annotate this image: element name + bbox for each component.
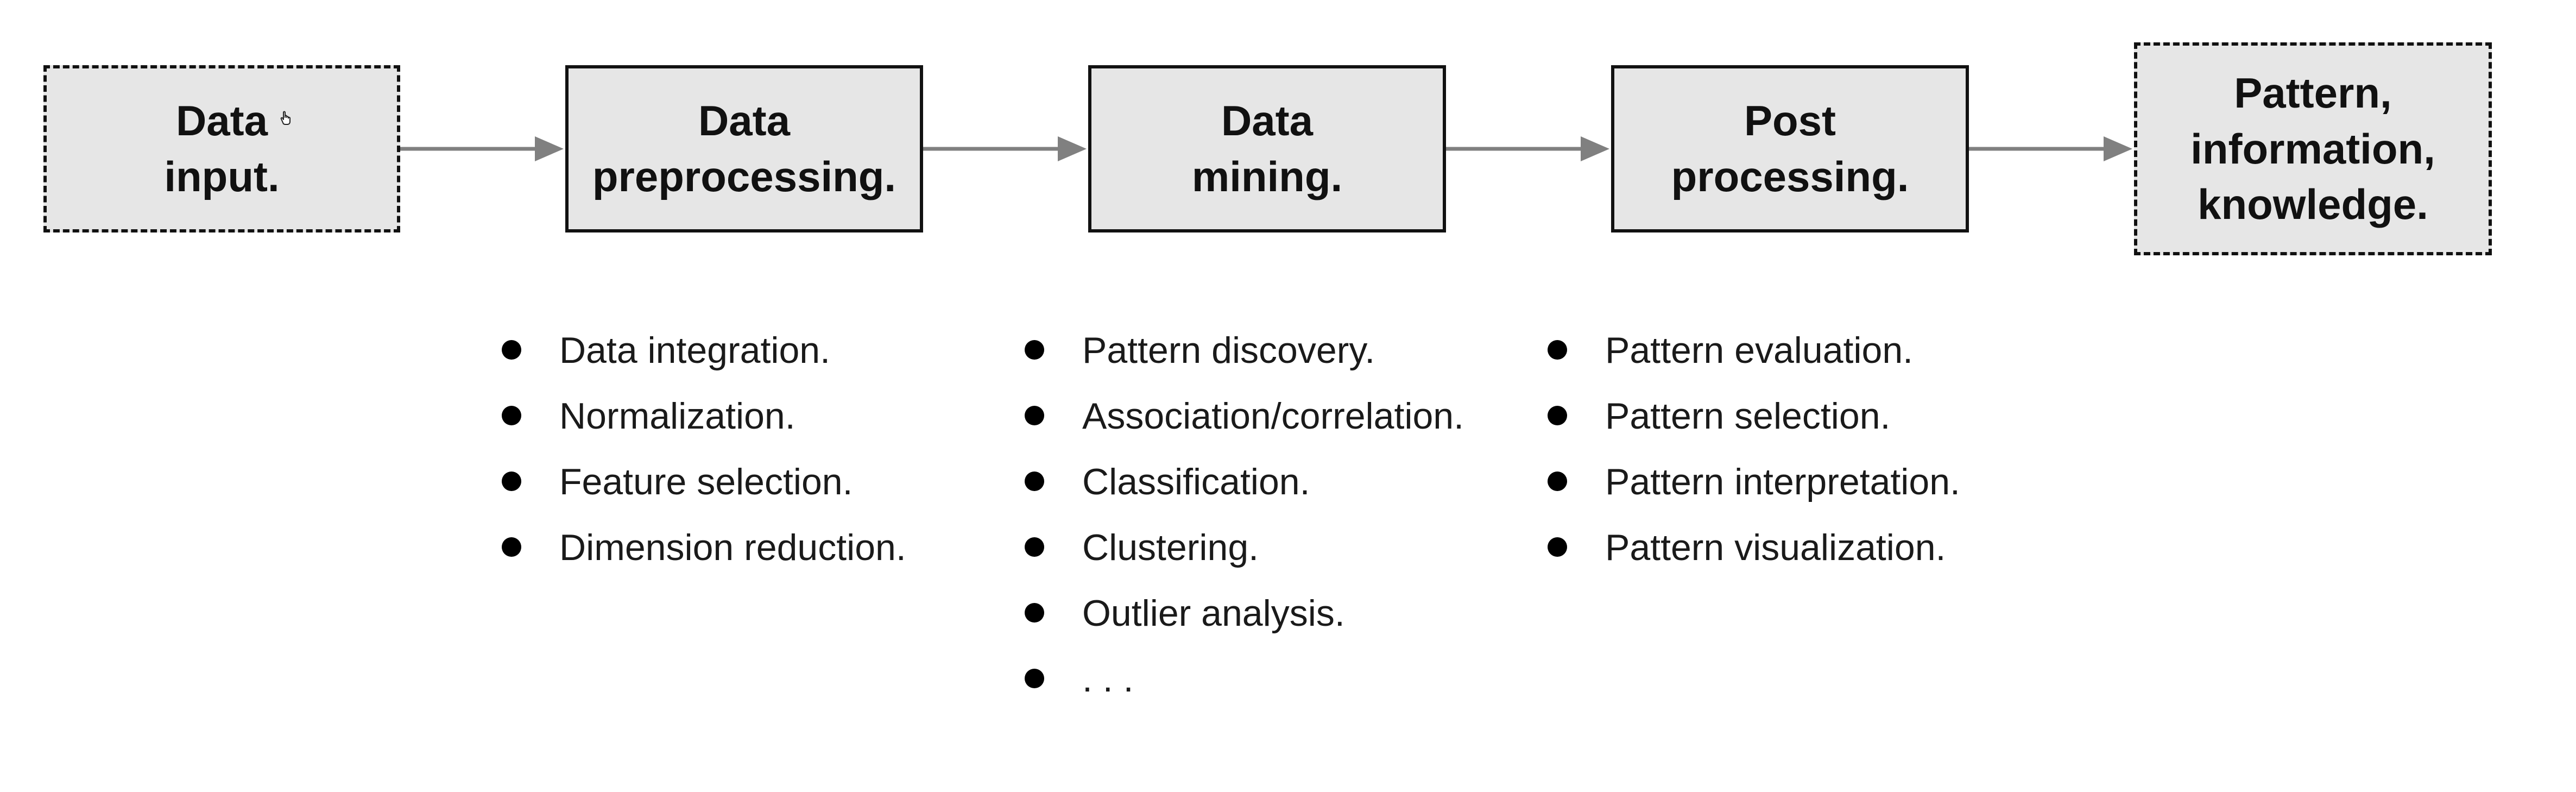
list-item: Outlier analysis. — [1025, 586, 1513, 652]
list-item: Pattern interpretation. — [1548, 455, 2036, 520]
arrow-preprocessing-to-mining — [922, 136, 1087, 161]
step-box-data-input: Data input. — [43, 65, 400, 232]
list-item-text: Data integration. — [559, 330, 830, 371]
list-item: Data integration. — [502, 323, 990, 389]
bullet-icon — [1025, 472, 1044, 491]
list-item: Association/correlation. — [1025, 389, 1513, 455]
list-item-text: Outlier analysis. — [1082, 593, 1345, 634]
list-item-text: . . . — [1082, 658, 1134, 700]
arrow-input-to-preprocessing — [399, 136, 564, 161]
list-item: Feature selection. — [502, 455, 990, 520]
mining-task-list: Pattern discovery. Association/correlati… — [1025, 323, 1513, 718]
bullet-icon — [1548, 340, 1567, 360]
bullet-icon — [502, 406, 521, 425]
step-label-pattern-information-knowledge: Pattern, information, knowledge. — [2190, 68, 2435, 229]
list-item-text: Pattern discovery. — [1082, 330, 1375, 371]
list-item-text: Normalization. — [559, 395, 795, 437]
list-item: Pattern discovery. — [1025, 323, 1513, 389]
list-item: Clustering. — [1025, 520, 1513, 586]
list-item-text: Association/correlation. — [1082, 395, 1464, 437]
bullet-icon — [1548, 537, 1567, 557]
step-box-pattern-information-knowledge: Pattern, information, knowledge. — [2134, 42, 2492, 255]
preprocessing-task-list: Data integration. Normalization. Feature… — [502, 323, 990, 586]
bullet-icon — [1025, 406, 1044, 425]
list-item: . . . — [1025, 652, 1513, 718]
step-box-post-processing: Post processing. — [1611, 65, 1969, 232]
bullet-icon — [502, 537, 521, 557]
step-label-data-mining: Data mining. — [1191, 97, 1343, 200]
arrow-mining-to-postprocessing — [1445, 136, 1609, 161]
list-item-text: Pattern visualization. — [1605, 527, 1946, 568]
list-item-text: Pattern selection. — [1605, 395, 1891, 437]
arrow-postprocessing-to-output — [1968, 136, 2132, 161]
list-item: Dimension reduction. — [502, 520, 990, 586]
list-item-text: Classification. — [1082, 461, 1310, 502]
bullet-icon — [1025, 603, 1044, 623]
bullet-icon — [1025, 669, 1044, 688]
hand-pointer-icon — [280, 111, 291, 125]
bullet-icon — [1025, 340, 1044, 360]
list-item: Classification. — [1025, 455, 1513, 520]
bullet-icon — [502, 472, 521, 491]
list-item: Pattern visualization. — [1548, 520, 2036, 586]
bullet-icon — [1025, 537, 1044, 557]
step-label-data-input: Data input. — [164, 97, 280, 200]
bullet-icon — [1548, 472, 1567, 491]
list-item-text: Clustering. — [1082, 527, 1259, 568]
list-item: Pattern evaluation. — [1548, 323, 2036, 389]
step-label-post-processing: Post processing. — [1671, 97, 1909, 200]
step-label-data-preprocessing: Data preprocessing. — [592, 97, 896, 200]
list-item-text: Dimension reduction. — [559, 527, 906, 568]
list-item: Normalization. — [502, 389, 990, 455]
list-item-text: Feature selection. — [559, 461, 853, 502]
list-item-text: Pattern interpretation. — [1605, 461, 1960, 502]
postprocessing-task-list: Pattern evaluation. Pattern selection. P… — [1548, 323, 2036, 586]
list-item: Pattern selection. — [1548, 389, 2036, 455]
step-box-data-mining: Data mining. — [1088, 65, 1446, 232]
list-item-text: Pattern evaluation. — [1605, 330, 1914, 371]
bullet-icon — [1548, 406, 1567, 425]
step-box-data-preprocessing: Data preprocessing. — [565, 65, 923, 232]
bullet-icon — [502, 340, 521, 360]
